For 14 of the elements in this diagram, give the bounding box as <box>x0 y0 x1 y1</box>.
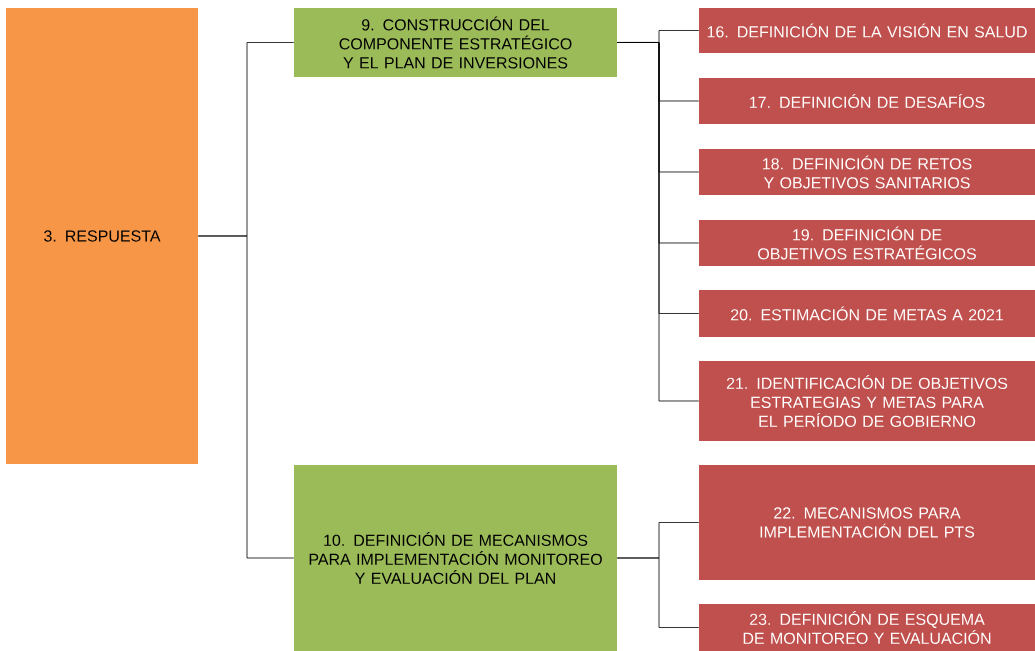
connector-line <box>616 557 700 628</box>
connector-line <box>616 42 700 402</box>
process-box: 21. IDENTIFICACIÓN DE OBJETIVOS ESTRATEGIAS Y METAS PARA EL PERÍODO DE GOBIERNO <box>699 361 1035 441</box>
process-box: 20. ESTIMACIÓN DE METAS A 2021 <box>699 290 1035 337</box>
process-box: 9. CONSTRUCCIÓN DEL COMPONENTE ESTRATÉGICO Y EL PLAN DE INVERSIONES <box>294 8 617 77</box>
process-box: 22. MECANISMOS PARA IMPLEMENTACIÓN DEL PTS <box>699 465 1035 580</box>
process-box: 18. DEFINICIÓN DE RETOS Y OBJETIVOS SANITARIOS <box>699 149 1035 195</box>
process-box: 3. RESPUESTA <box>6 8 198 464</box>
process-box: 17. DEFINICIÓN DE DESAFÍOS <box>699 78 1035 124</box>
process-box: 10. DEFINICIÓN DE MECANISMOS PARA IMPLEMENTACIÓN MONITOREO Y EVALUACIÓN DEL PLAN <box>294 465 617 651</box>
process-box: 19. DEFINICIÓN DE OBJETIVOS ESTRATÉGICOS <box>699 220 1035 266</box>
connector-line <box>197 235 295 559</box>
process-box: 16. DEFINICIÓN DE LA VISIÓN EN SALUD <box>699 8 1035 53</box>
process-box: 23. DEFINICIÓN DE ESQUEMA DE MONITOREO Y EVALUACIÓN <box>699 604 1035 651</box>
